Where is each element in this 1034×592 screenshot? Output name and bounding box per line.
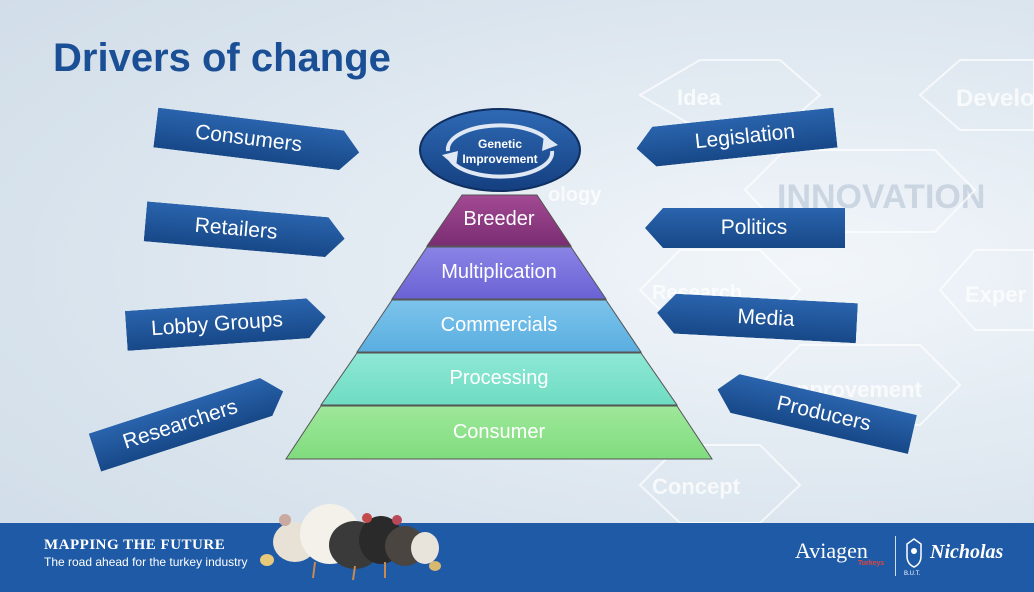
genetic-label-line1: Genetic bbox=[477, 137, 522, 151]
nicholas-logo: Nicholas bbox=[930, 541, 1004, 563]
aviagen-logo-sub: Turkeys bbox=[858, 560, 885, 567]
bg-word-develo: Develo bbox=[956, 85, 1034, 112]
bg-word-ology: ology bbox=[548, 184, 602, 206]
arrow-politics: Politics bbox=[645, 208, 845, 248]
footer-bar bbox=[0, 523, 1034, 592]
pyramid-label-consumer: Consumer bbox=[452, 421, 546, 443]
pyramid-level-consumer bbox=[285, 405, 713, 460]
pyramid-level-processing bbox=[320, 352, 678, 406]
pyramid bbox=[285, 194, 713, 460]
nicholas-crest-icon bbox=[906, 538, 922, 568]
genetic-improvement-label: Genetic Improvement bbox=[418, 137, 582, 167]
genetic-label-line2: Improvement bbox=[462, 152, 538, 166]
genetic-improvement-badge: Genetic Improvement bbox=[418, 107, 582, 193]
turkeys-image bbox=[260, 504, 441, 581]
pyramid-label-commercials: Commercials bbox=[440, 314, 558, 336]
bg-word-concept: Concept bbox=[652, 474, 740, 499]
bg-word-exper: Exper bbox=[965, 282, 1027, 307]
nicholas-logo-sub: B.U.T. bbox=[904, 571, 921, 577]
pyramid-level-breeder bbox=[426, 194, 572, 247]
footer-title: MAPPING THE FUTURE bbox=[44, 537, 226, 553]
pyramid-label-multiplication: Multiplication bbox=[441, 261, 557, 283]
logo-divider bbox=[895, 536, 896, 576]
pyramid-label-processing: Processing bbox=[449, 367, 549, 389]
cycle-arrows-icon bbox=[419, 108, 581, 192]
bg-word-idea: Idea bbox=[677, 85, 722, 110]
footer-subtitle: The road ahead for the turkey industry bbox=[44, 555, 248, 569]
pyramid-level-multiplication bbox=[391, 246, 607, 300]
page-title: Drivers of change bbox=[53, 36, 391, 80]
pyramid-label-breeder: Breeder bbox=[463, 208, 535, 230]
pyramid-level-commercials bbox=[356, 299, 642, 353]
aviagen-logo: Aviagen bbox=[795, 538, 868, 563]
arrow-label: Politics bbox=[720, 216, 788, 239]
